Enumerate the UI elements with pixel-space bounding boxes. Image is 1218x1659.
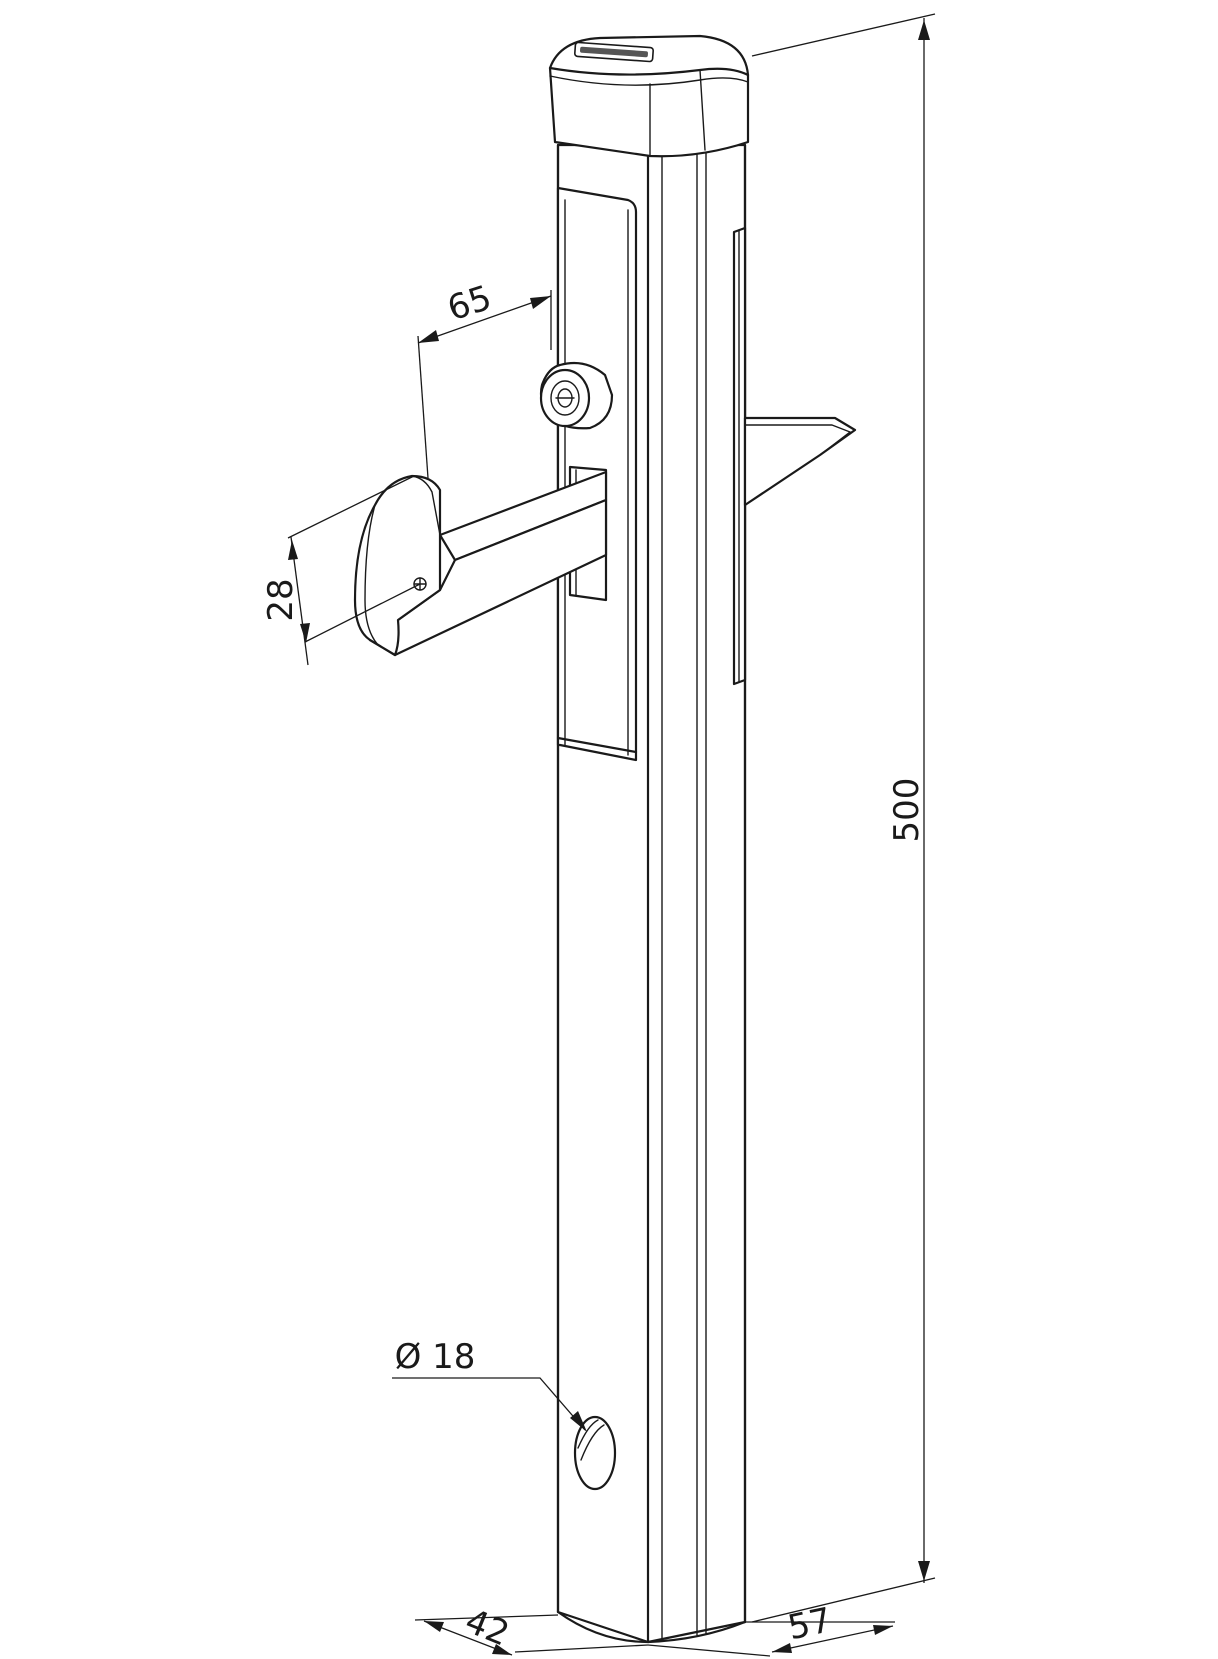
dimension-depth-label: 42	[460, 1601, 515, 1654]
dimension-latch-reach-label: 65	[443, 278, 497, 329]
dimension-hole-diameter: Ø 18	[392, 1337, 587, 1432]
post-cap	[548, 34, 750, 158]
side-plate	[732, 226, 747, 686]
dimension-hole-diameter-label: Ø 18	[395, 1337, 476, 1377]
dimension-latch-reach: 65	[417, 278, 552, 479]
dimension-width: 57	[647, 1600, 895, 1657]
latch-arm	[353, 470, 608, 657]
dimension-height-label: 500	[887, 778, 927, 843]
dimension-height: 500	[751, 13, 936, 1623]
strike-tab	[743, 416, 857, 507]
fixing-hole	[573, 1415, 617, 1491]
dimension-latch-thickness-label: 28	[261, 578, 301, 621]
dimension-width-label: 57	[784, 1600, 835, 1648]
key-cylinder	[539, 361, 614, 430]
dimension-latch-thickness: 28	[261, 475, 421, 666]
